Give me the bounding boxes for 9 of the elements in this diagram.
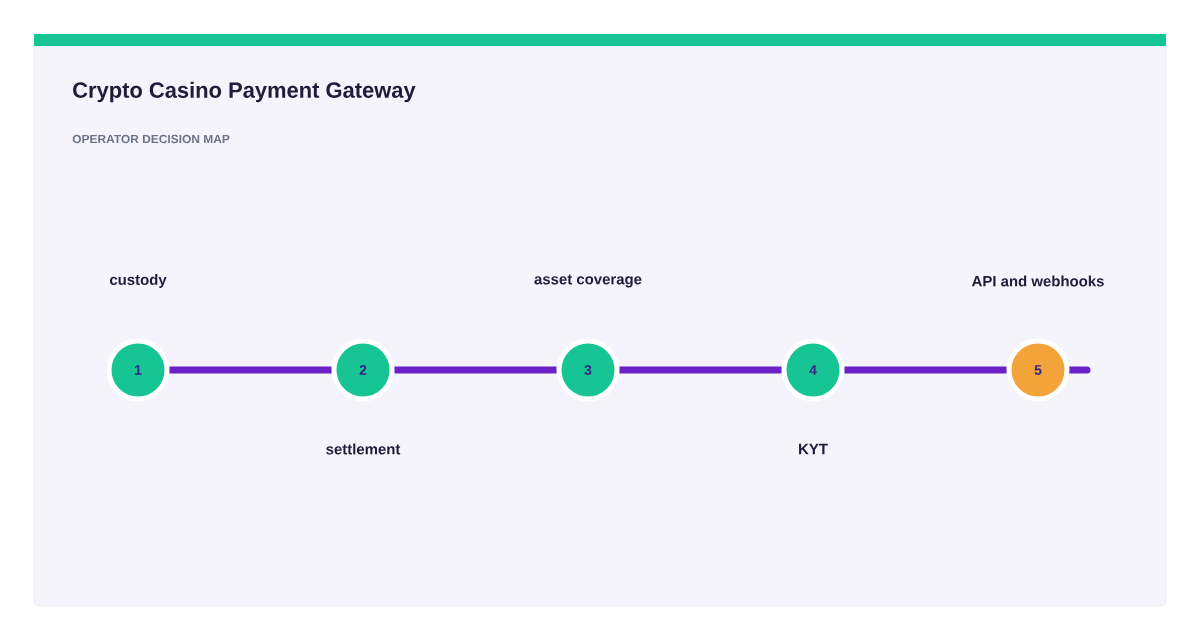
connector-line <box>844 366 1007 374</box>
step-label: settlement <box>326 443 401 455</box>
step-label: API and webhooks <box>971 275 1104 287</box>
step-label: asset coverage <box>534 274 642 288</box>
title: Crypto Casino Payment Gateway <box>73 81 416 103</box>
step-label: KYT <box>799 443 828 455</box>
connector-line <box>619 366 782 374</box>
step-label: custody <box>109 274 167 288</box>
subtitle: OPERATOR DECISION MAP <box>72 134 230 144</box>
